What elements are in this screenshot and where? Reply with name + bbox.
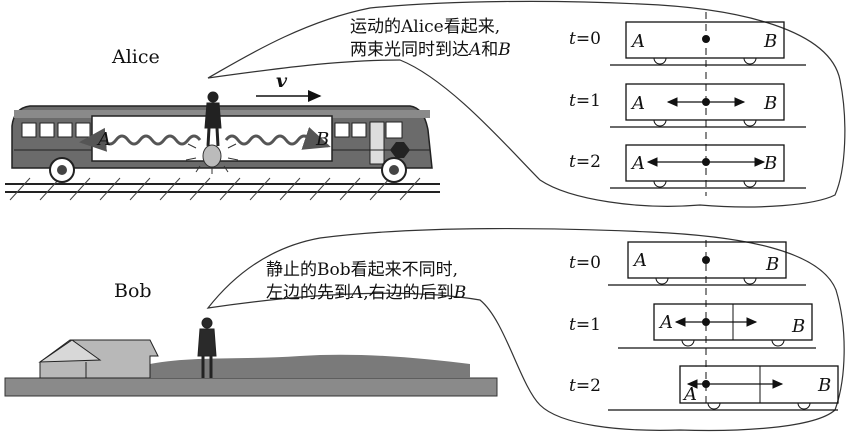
lamp-icon xyxy=(185,143,239,174)
bob-frame-1-a: A xyxy=(660,312,673,333)
bob-figure xyxy=(197,317,217,378)
alice-frame-1-b: B xyxy=(764,93,778,114)
bob-frame-2-b: B xyxy=(818,375,832,396)
bob-frame-1-b: B xyxy=(792,316,806,337)
bob-frame-0-a: A xyxy=(634,250,647,271)
alice-frame-0-b: B xyxy=(764,31,778,52)
alice-time-label-1: t=1 xyxy=(569,91,601,111)
alice-frame-2 xyxy=(610,144,806,189)
ground xyxy=(4,354,498,397)
railway-track xyxy=(5,177,440,201)
alice-frame-0-a: A xyxy=(632,31,645,52)
alice-time-label-2: t=2 xyxy=(569,152,601,172)
bus-label-a: A xyxy=(98,129,111,150)
alice-label: Alice xyxy=(112,46,160,68)
bob-label: Bob xyxy=(114,280,152,302)
bob-speech-bubble xyxy=(206,227,845,432)
alice-frame-2-b: B xyxy=(764,153,778,174)
bob-frame-2-a: A xyxy=(684,384,697,405)
bob-time-label-0: t=0 xyxy=(569,253,601,273)
alice-speech-bubble xyxy=(207,0,846,208)
alice-bubble-line2: 两束光同时到达A和B xyxy=(350,40,511,60)
bus xyxy=(11,105,433,183)
bob-bubble-text: 静止的Bob看起来不同时, 左边的先到A,右边的后到B xyxy=(266,259,466,305)
alice-time-label-0: t=0 xyxy=(569,29,601,49)
bus-label-b: B xyxy=(316,129,330,150)
alice-frame-1-a: A xyxy=(632,93,645,114)
bob-time-label-2: t=2 xyxy=(569,376,601,396)
bob-frame-2 xyxy=(608,365,839,411)
velocity-label: v xyxy=(276,70,288,92)
bob-bubble-line2: 左边的先到A,右边的后到B xyxy=(266,283,467,303)
alice-frame-0 xyxy=(610,21,806,66)
bob-frame-0 xyxy=(608,241,806,286)
bob-frame-1 xyxy=(618,303,816,349)
house xyxy=(38,339,159,379)
alice-frame-2-a: A xyxy=(632,153,645,174)
bob-bubble-line1: 静止的Bob看起来不同时, xyxy=(266,260,459,280)
alice-bubble-line1: 运动的Alice看起来, xyxy=(350,17,501,37)
bob-frame-0-b: B xyxy=(766,254,780,275)
alice-figure xyxy=(204,91,222,147)
alice-frame-1 xyxy=(610,83,806,128)
bob-time-label-1: t=1 xyxy=(569,315,601,335)
alice-bubble-text: 运动的Alice看起来, 两束光同时到达A和B xyxy=(350,16,511,62)
light-waves xyxy=(79,127,331,152)
